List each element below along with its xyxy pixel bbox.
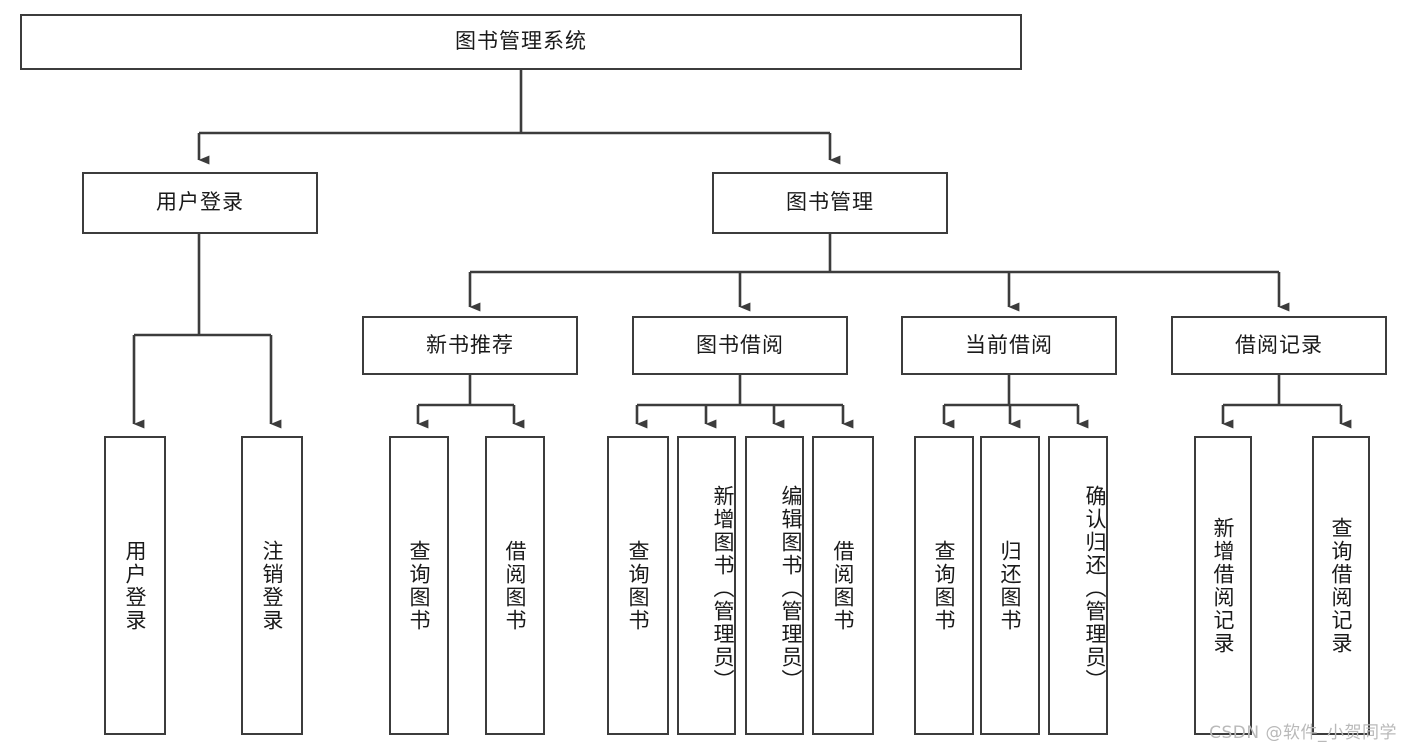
leaf-confirm-return-admin[interactable]: 确认归还（管理员）: [1048, 436, 1108, 735]
node-new-book-recommend[interactable]: 新书推荐: [362, 316, 578, 375]
node-borrow-record[interactable]: 借阅记录: [1171, 316, 1387, 375]
node-label: 查询借阅记录: [1329, 516, 1354, 655]
node-book-management[interactable]: 图书管理: [712, 172, 948, 234]
node-root-book-management-system[interactable]: 图书管理系统: [20, 14, 1022, 70]
node-user-login[interactable]: 用户登录: [82, 172, 318, 234]
node-label: 确认归还（管理员）: [1083, 485, 1107, 692]
node-label: 当前借阅: [965, 332, 1053, 357]
leaf-query-book-recommend[interactable]: 查询图书: [389, 436, 449, 735]
leaf-borrow-book-recommend[interactable]: 借阅图书: [485, 436, 545, 735]
node-book-borrow[interactable]: 图书借阅: [632, 316, 848, 375]
leaf-add-borrow-record[interactable]: 新增借阅记录: [1194, 436, 1252, 735]
leaf-return-book[interactable]: 归还图书: [980, 436, 1040, 735]
node-label: 用户登录: [156, 190, 244, 215]
node-label: 图书借阅: [696, 332, 784, 357]
node-label: 查询图书: [407, 539, 432, 632]
leaf-logout-login[interactable]: 注销登录: [241, 436, 303, 735]
leaf-add-book-admin[interactable]: 新增图书（管理员）: [677, 436, 736, 735]
node-label: 归还图书: [998, 539, 1023, 632]
node-label: 借阅图书: [831, 539, 856, 632]
node-label: 新增借阅记录: [1211, 516, 1236, 655]
node-current-borrow[interactable]: 当前借阅: [901, 316, 1117, 375]
node-label: 注销登录: [260, 539, 285, 632]
node-label: 图书管理系统: [455, 29, 587, 54]
node-label: 查询图书: [626, 539, 651, 632]
leaf-query-borrow-record[interactable]: 查询借阅记录: [1312, 436, 1370, 735]
node-label: 用户登录: [123, 539, 148, 632]
node-label: 新书推荐: [426, 332, 514, 357]
node-label: 新增图书（管理员）: [711, 485, 735, 692]
leaf-borrow-book-borrow[interactable]: 借阅图书: [812, 436, 874, 735]
node-label: 图书管理: [786, 190, 874, 215]
node-label: 借阅图书: [503, 539, 528, 632]
leaf-edit-book-admin[interactable]: 编辑图书（管理员）: [745, 436, 804, 735]
node-label: 借阅记录: [1235, 332, 1323, 357]
leaf-query-book-current[interactable]: 查询图书: [914, 436, 974, 735]
node-label: 编辑图书（管理员）: [779, 485, 803, 692]
leaf-query-book-borrow[interactable]: 查询图书: [607, 436, 669, 735]
leaf-user-login[interactable]: 用户登录: [104, 436, 166, 735]
node-label: 查询图书: [932, 539, 957, 632]
